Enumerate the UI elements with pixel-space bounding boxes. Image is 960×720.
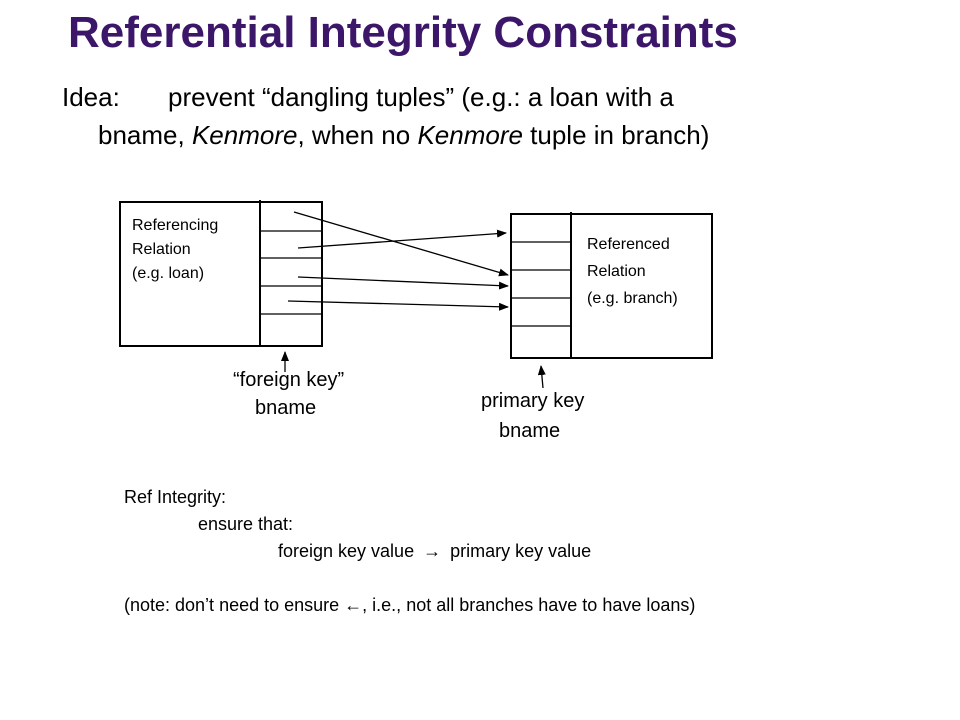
primary-key-label: primary key bname <box>481 386 584 446</box>
ref-arrow-3 <box>297 276 509 290</box>
ref-arrow-1 <box>293 211 509 277</box>
pk-value-text: primary key value <box>450 541 592 561</box>
ensure-that-line: ensure that: <box>198 514 294 534</box>
right-arrow-icon: → <box>423 541 442 561</box>
note-prefix: (note: don’t need to ensure <box>124 595 345 615</box>
slide-title: Referential Integrity Constraints <box>68 8 738 57</box>
idea-line2-mid: , when no <box>297 120 418 150</box>
idea-kenmore-1: Kenmore <box>191 120 298 150</box>
referencing-line3: (e.g. loan) <box>132 265 205 282</box>
foreign-key-line1: “foreign key” <box>233 369 345 391</box>
idea-line2: bname, Kenmore, when no Kenmore tuple in… <box>62 116 709 154</box>
idea-paragraph: Idea: prevent “dangling tuples” (e.g.: a … <box>62 78 709 154</box>
referencing-line1: Referencing <box>132 217 219 234</box>
referencing-relation-box <box>119 200 323 347</box>
referencing-relation-label: Referencing Relation (e.g. loan) <box>132 214 218 286</box>
referenced-relation-label: Referenced Relation (e.g. branch) <box>587 231 678 312</box>
ref-integrity-heading: Ref Integrity: <box>124 487 227 507</box>
idea-line1: prevent “dangling tuples” (e.g.: a loan … <box>168 82 674 112</box>
primary-key-pointer <box>537 365 546 389</box>
referenced-line2: Relation <box>587 263 646 280</box>
idea-kenmore-2: Kenmore <box>417 120 523 150</box>
referenced-line3: (e.g. branch) <box>587 290 678 307</box>
referenced-line1: Referenced <box>587 236 670 253</box>
note-line: (note: don’t need to ensure ←, i.e., not… <box>124 592 695 619</box>
left-arrow-icon: ← <box>344 595 363 615</box>
idea-line2-suffix: tuple in branch) <box>522 120 710 150</box>
note-suffix: , i.e., not all branches have to have lo… <box>362 595 696 615</box>
ref-integrity-block: Ref Integrity: ensure that: foreign key … <box>124 484 695 619</box>
idea-label: Idea: <box>62 82 120 112</box>
idea-line2-prefix: bname, <box>98 120 192 150</box>
referencing-line2: Relation <box>132 241 191 258</box>
primary-key-line2: bname <box>499 420 561 442</box>
foreign-key-line2: bname <box>255 397 317 419</box>
referenced-relation-box <box>510 212 713 359</box>
primary-key-line1: primary key <box>481 390 585 412</box>
reference-arrows <box>287 211 509 311</box>
foreign-key-label: “foreign key” bname <box>233 366 344 422</box>
fk-pk-rule: foreign key value → primary key value <box>124 538 695 565</box>
ref-arrow-2 <box>297 229 507 249</box>
ref-arrow-4 <box>287 300 509 311</box>
fk-value-text: foreign key value <box>278 541 415 561</box>
